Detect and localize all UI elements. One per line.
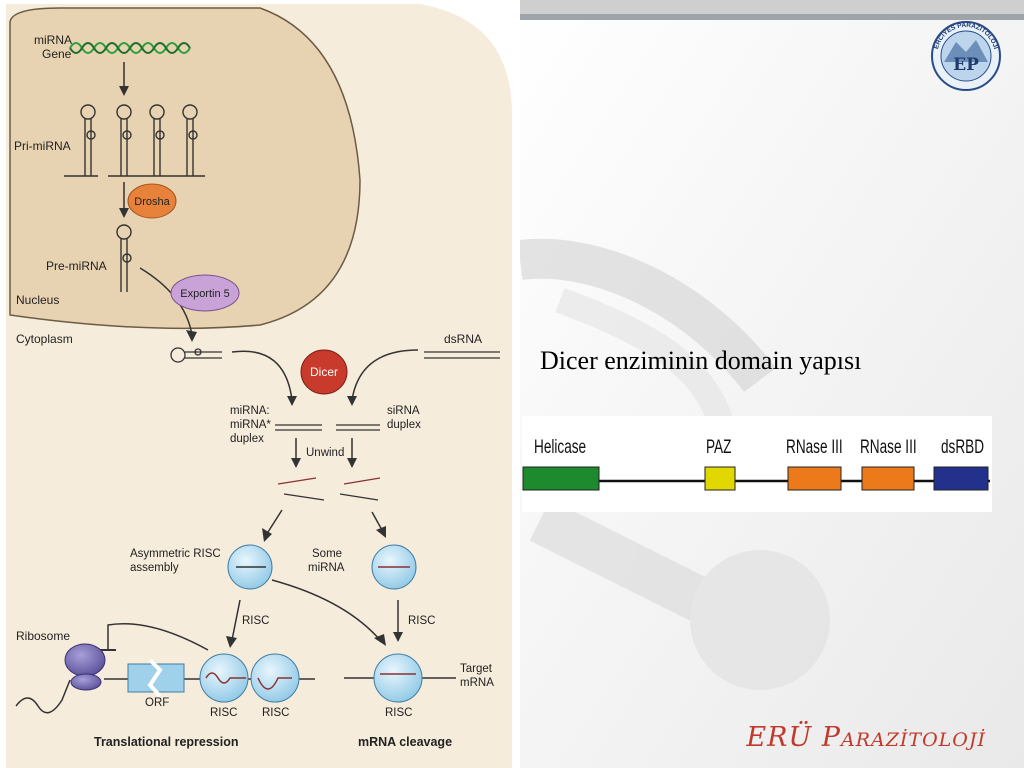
label-ribosome: Ribosome [16,629,70,643]
drosha-enzyme [127,183,177,219]
label-sirna-duplex: siRNA duplex [387,405,422,431]
label-risc-translational-1: RISC [210,707,237,719]
decorative-dna-watermark [517,238,830,690]
footer-brand-arazitoloji: ARAZİTOLOJİ [840,729,986,751]
label-translational-repression: Translational repression [94,735,239,749]
label-orf: ORF [145,697,169,709]
footer-brand-u: Ü [788,722,813,753]
ribosome [64,643,106,691]
mrna-strand-left [15,679,71,714]
dicer-domain-diagram: Helicase PAZ RNase III RNase III dsRBD [522,416,992,512]
label-asymmetric-risc: Asymmetric RISC assembly [130,548,224,574]
domain-block-rnase-iii-2 [787,466,842,491]
label-mrna-cleavage: mRNA cleavage [358,735,452,749]
sirna-duplex [336,424,380,431]
domain-label-dsrbd-4: dsRBD [941,436,984,458]
nucleus-region [9,7,361,330]
mirna-gene-helix [69,42,191,54]
domain-label-helicase-0: Helicase [534,436,586,458]
footer-brand: ERÜ PARAZİTOLOJİ [746,722,986,753]
domain-block-paz-1 [704,466,736,491]
pre-mirna-hairpin [116,224,132,292]
pri-mirna-hairpins [64,104,205,177]
mirna-pathway-figure: miRNA Gene Pri-miRNA Drosha Pre-miRNA [6,4,512,768]
label-risc-cleavage: RISC [385,707,412,719]
erciyes-parazitoloji-logo: EP ERCİYES PARAZİTOLOJİ [931,21,1001,91]
label-mirna-gene: miRNA Gene [34,33,75,61]
label-dicer: Dicer [310,365,338,379]
domain-label-rnase-iii-3: RNase III [860,436,917,458]
label-risc-right: RISC [408,615,435,627]
cytoplasmic-pre-mirna [170,347,222,363]
unwound-strands [277,477,381,501]
label-pri-mirna: Pri-miRNA [14,139,71,153]
risc-cleavage [373,653,423,703]
dicer-enzyme [300,349,348,395]
header-band [520,0,1024,14]
label-risc-translational-2: RISC [262,707,289,719]
exportin5-protein [170,274,240,312]
label-mirna-duplex: miRNA: miRNA* duplex [230,405,274,445]
label-cytoplasm: Cytoplasm [16,332,73,346]
footer-brand-p: P [821,722,841,753]
label-some-mirna: Some miRNA [308,548,345,574]
footer-brand-er: ER [746,722,789,753]
domain-block-dsrbd-4 [933,466,989,491]
dsrna-molecule [424,351,500,359]
domain-label-paz-1: PAZ [706,436,731,458]
domain-panel [522,416,992,512]
label-dsrna: dsRNA [444,332,482,346]
domain-block-helicase-0 [522,466,600,491]
slide-title: Dicer enziminin domain yapısı [540,346,862,375]
label-pre-mirna: Pre-miRNA [46,259,107,273]
mirna-duplex [275,424,322,431]
label-drosha: Drosha [134,196,170,208]
svg-text:EP: EP [953,55,979,75]
domain-block-rnase-iii-3 [861,466,915,491]
risc-translational-1 [199,653,249,703]
label-unwind: Unwind [306,447,344,459]
label-risc-left: RISC [242,615,269,627]
domain-label-rnase-iii-2: RNase III [786,436,843,458]
label-target-mrna: Target mRNA [460,663,495,689]
label-exportin5: Exportin 5 [180,288,230,300]
label-nucleus: Nucleus [16,293,59,307]
risc-translational-2 [250,653,300,703]
orf-block [127,658,185,698]
